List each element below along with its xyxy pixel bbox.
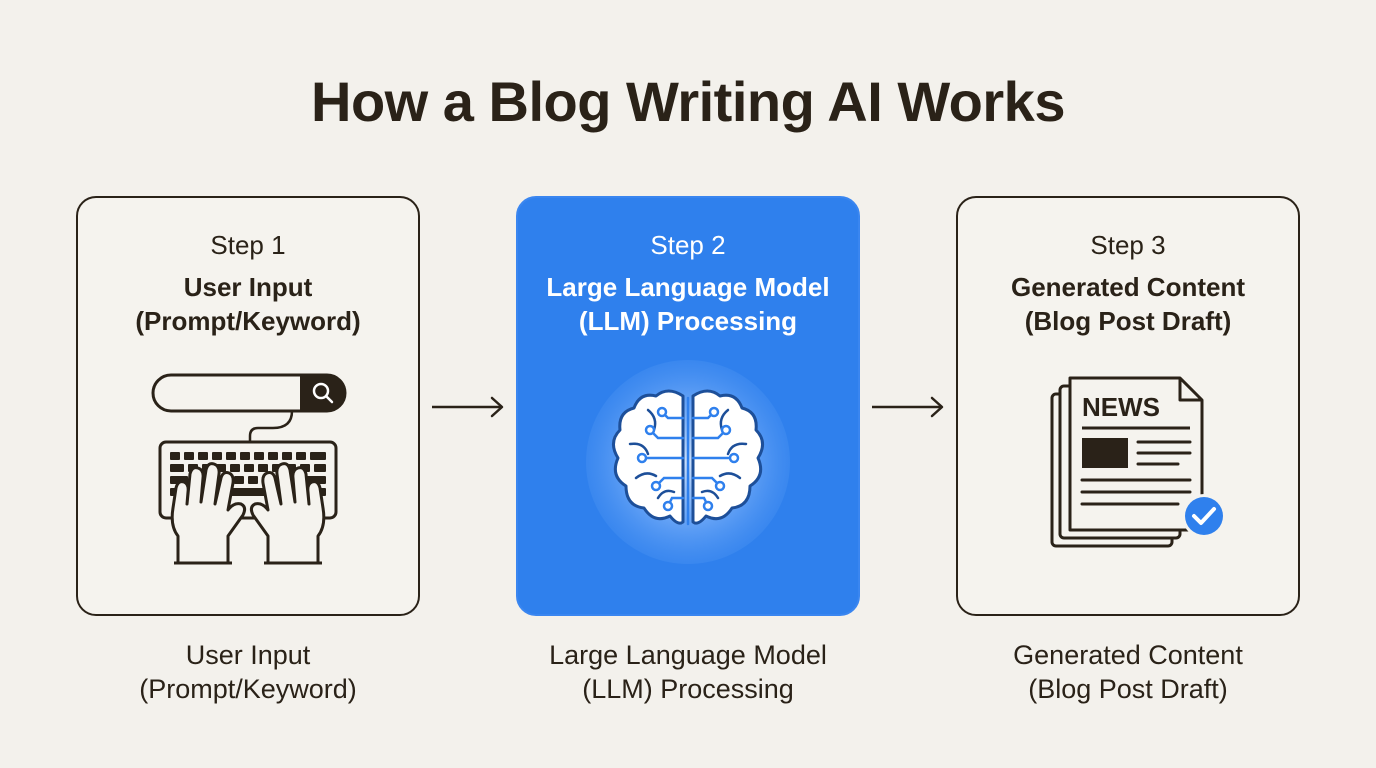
- step-1-caption: User Input (Prompt/Keyword): [76, 638, 420, 706]
- step-1-title: User Input (Prompt/Keyword): [78, 270, 418, 338]
- newspaper-check-icon: NEWS: [1050, 376, 1226, 548]
- step-1-caption-line-2: (Prompt/Keyword): [139, 674, 357, 704]
- step-1-card: Step 1 User Input (Prompt/Keyword): [76, 196, 420, 616]
- step-3-caption-line-1: Generated Content: [1013, 640, 1243, 670]
- step-3-label: Step 3: [1090, 230, 1166, 260]
- step-1-title-line-2: (Prompt/Keyword): [135, 306, 361, 336]
- step-3-caption-line-2: (Blog Post Draft): [1028, 674, 1228, 704]
- step-1-caption-line-1: User Input: [185, 640, 311, 670]
- newspaper-heading: NEWS: [1082, 392, 1160, 422]
- step-2-title-line-1: Large Language Model: [546, 272, 830, 302]
- step-2-title: Large Language Model (LLM) Processing: [518, 270, 858, 338]
- step-3-title: Generated Content (Blog Post Draft): [958, 270, 1298, 338]
- step-1-title-line-1: User Input: [183, 272, 313, 302]
- step-3-card: Step 3 Generated Content (Blog Post Draf…: [956, 196, 1300, 616]
- step-1-label: Step 1: [210, 230, 286, 260]
- search-bar-keyboard-hands-icon: [151, 373, 347, 565]
- step-2-title-line-2: (LLM) Processing: [578, 306, 798, 336]
- check-badge-icon: [1185, 497, 1223, 535]
- step-2-label: Step 2: [650, 230, 726, 260]
- step-2-caption: Large Language Model (LLM) Processing: [516, 638, 860, 706]
- arrow-right-icon: [872, 396, 944, 418]
- step-3-caption: Generated Content (Blog Post Draft): [956, 638, 1300, 706]
- step-2-card: Step 2 Large Language Model (LLM) Proces…: [516, 196, 860, 616]
- step-2-caption-line-2: (LLM) Processing: [582, 674, 794, 704]
- step-3-title-line-2: (Blog Post Draft): [1024, 306, 1232, 336]
- step-3-title-line-1: Generated Content: [1010, 272, 1246, 302]
- circuit-brain-icon: [586, 360, 790, 564]
- page-title: How a Blog Writing AI Works: [311, 70, 1065, 133]
- step-2-caption-line-1: Large Language Model: [549, 640, 827, 670]
- arrow-right-icon: [432, 396, 504, 418]
